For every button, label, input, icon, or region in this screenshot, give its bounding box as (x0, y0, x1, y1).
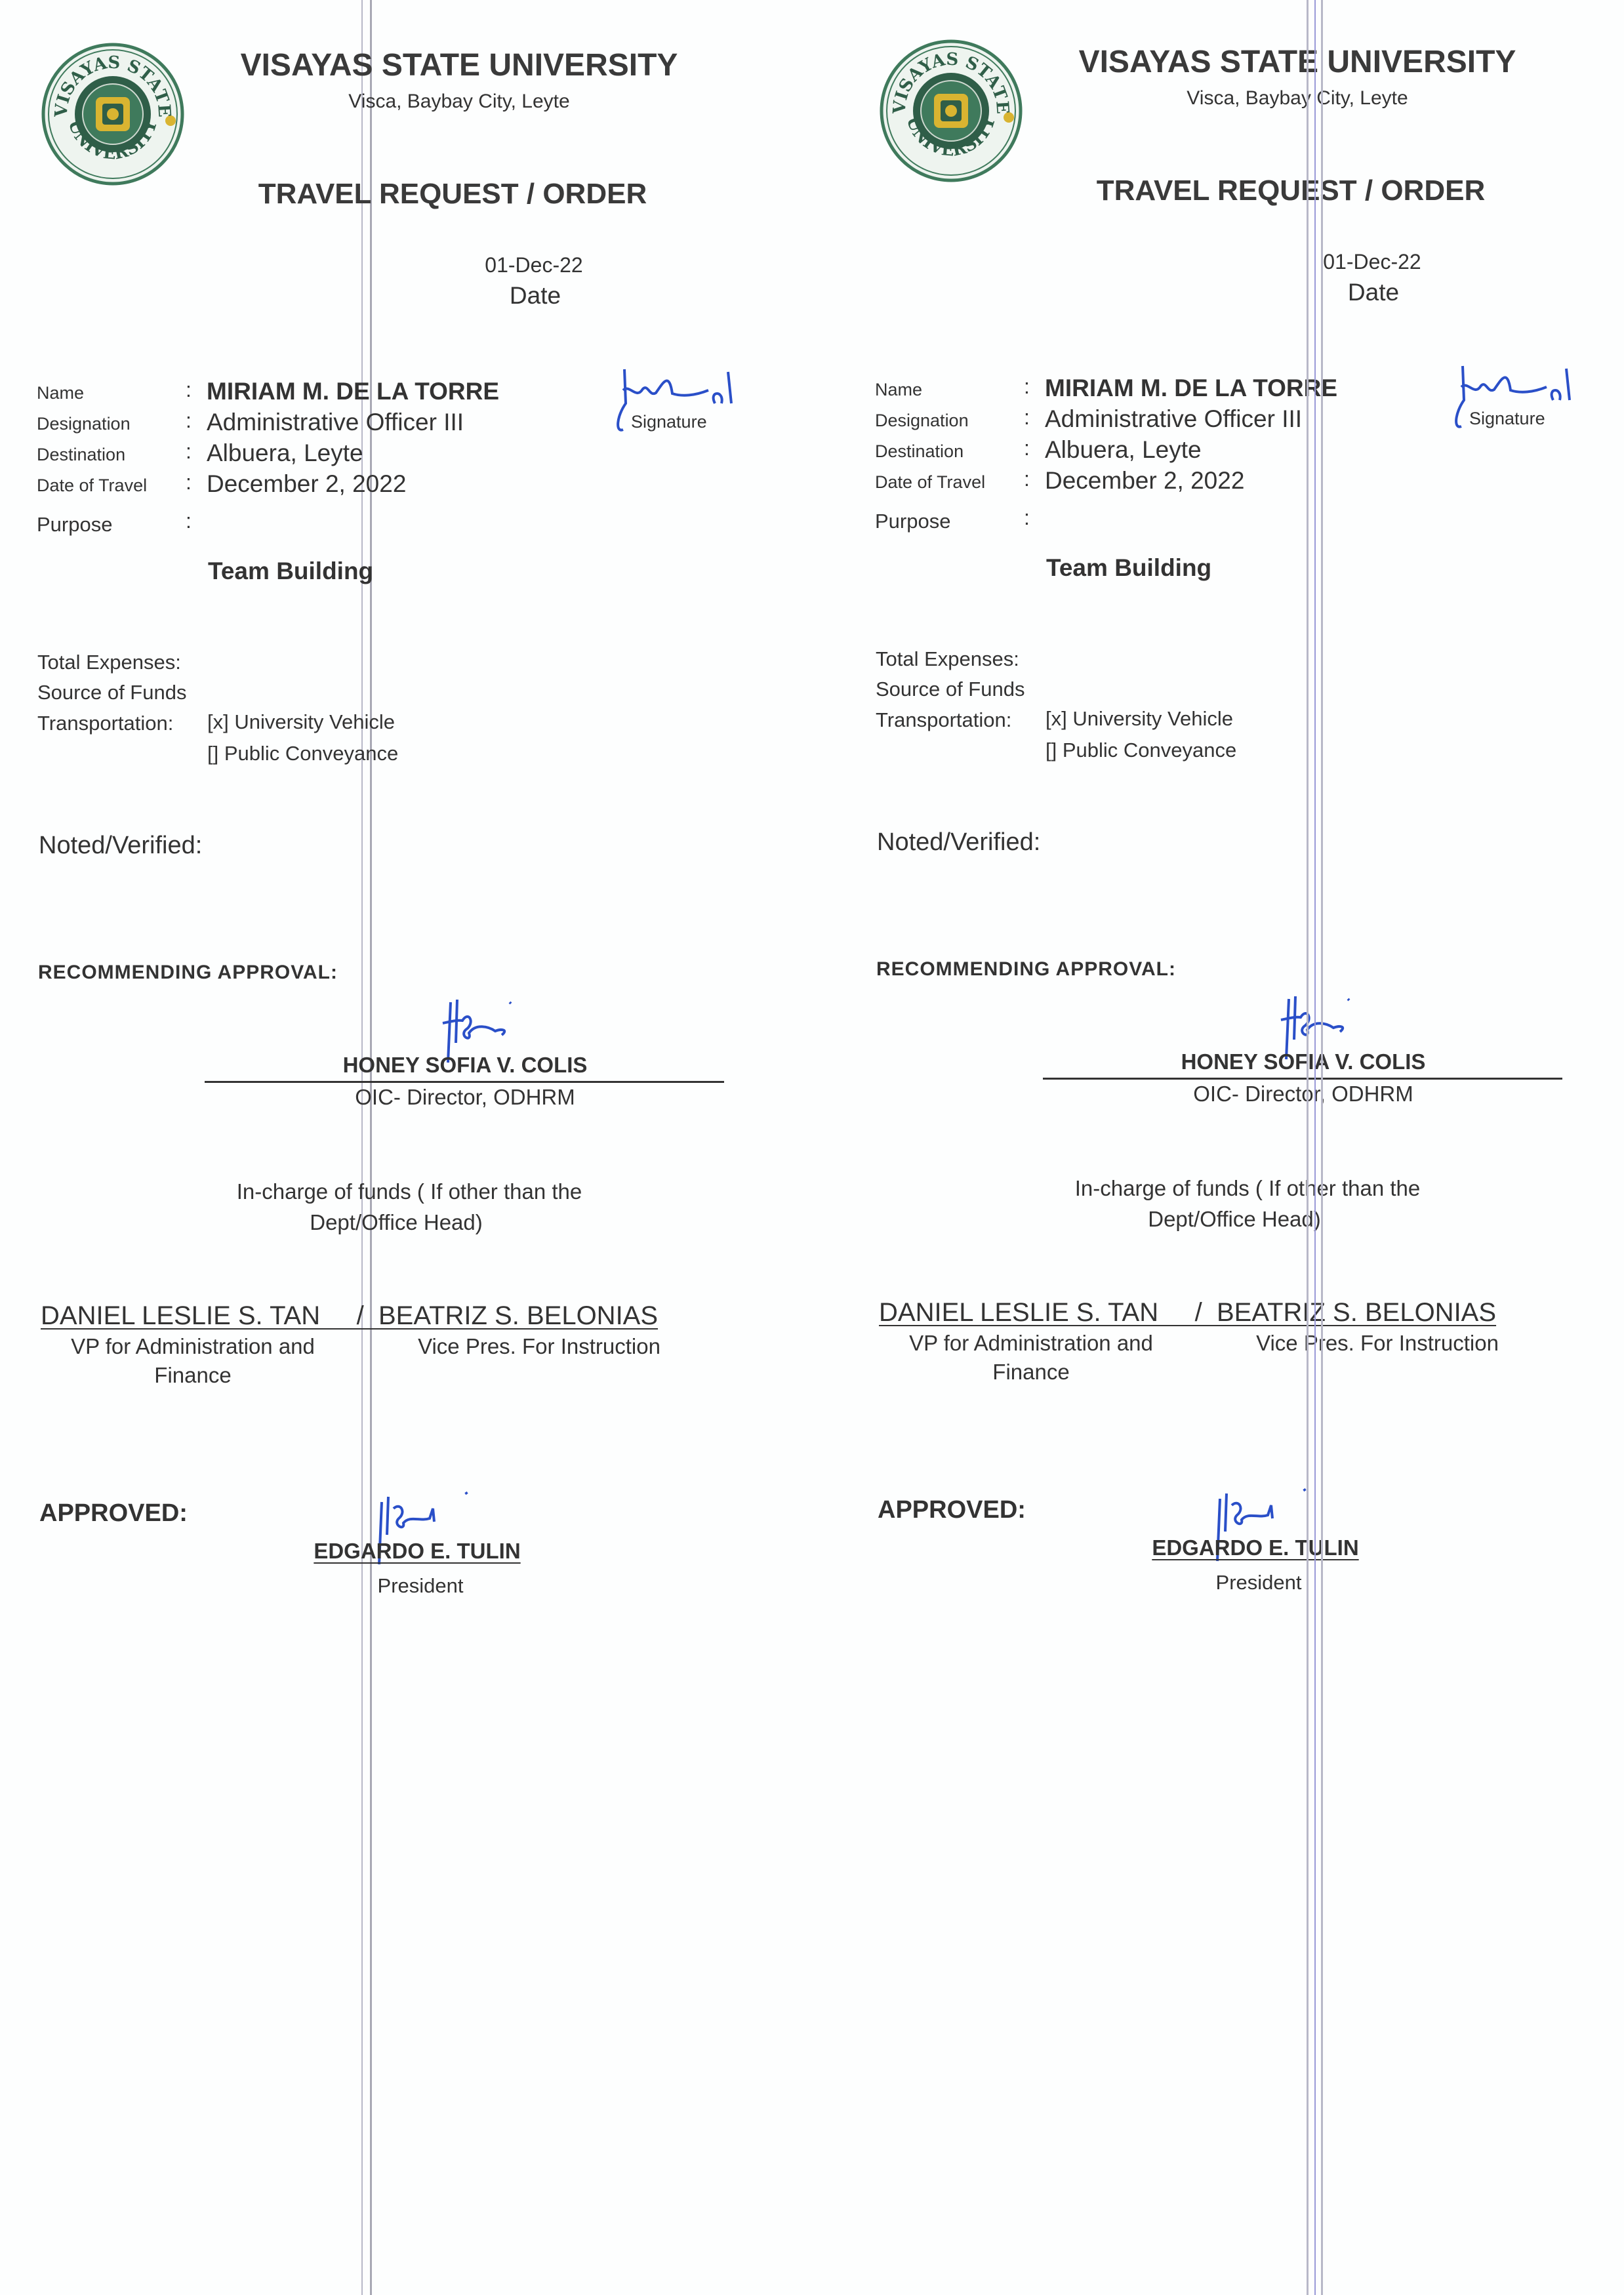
scan-artifact-line (1307, 0, 1309, 2295)
date-label: Date (1347, 279, 1400, 306)
form-date: 01-Dec-22 (1323, 250, 1421, 274)
travel-date-value: December 2, 2022 (207, 470, 407, 497)
designation-value: Administrative Officer III (207, 409, 464, 436)
destination-value: Albuera, Leyte (1045, 436, 1202, 463)
scan-artifact-line (370, 0, 372, 2295)
university-address: Visca, Baybay City, Leyte (1187, 87, 1408, 109)
name-label: Name (875, 380, 923, 399)
funds-officers-names: DANIEL LESLIE S. TAN / BEATRIZ S. BELONI… (879, 1298, 1497, 1327)
funds-incharge-label-cont: Dept/Office Head) (1148, 1207, 1321, 1231)
signature-line (1043, 1078, 1562, 1080)
colon: : (1024, 506, 1030, 529)
vp2-position: Vice Pres. For Instruction (418, 1334, 660, 1358)
form-title: TRAVEL REQUEST / ORDER (258, 178, 647, 210)
vp1-position-cont: Finance (992, 1360, 1070, 1384)
destination-value: Albuera, Leyte (207, 439, 363, 466)
scan-artifact-line (361, 0, 363, 2295)
signature-mark (617, 369, 733, 432)
destination-label: Destination (37, 445, 126, 464)
signature-mark (1280, 996, 1350, 1060)
university-seal-logo: VISAYAS STATE UNIVERSITY (880, 39, 1023, 182)
form-date: 01-Dec-22 (485, 253, 583, 277)
recommender-name: HONEY SOFIA V. COLIS (1181, 1049, 1426, 1074)
vp2-position: Vice Pres. For Instruction (1256, 1331, 1499, 1355)
travel-date-label: Date of Travel (875, 472, 986, 492)
total-expenses-label: Total Expenses: (37, 651, 181, 674)
travel-order-copy-duplicate: VISAYAS STATE UNIVERSITY VISAYAS STATE U… (838, 0, 1624, 2292)
source-of-funds-label: Source of Funds (876, 678, 1025, 701)
colon: : (186, 439, 192, 463)
colon: : (1024, 436, 1030, 460)
university-name: VISAYAS STATE UNIVERSITY (1078, 45, 1516, 79)
scan-artifact-line (1314, 0, 1316, 2295)
colon: : (1024, 467, 1030, 491)
purpose-value: Team Building (208, 558, 374, 584)
noted-verified-label: Noted/Verified: (877, 828, 1041, 856)
colon: : (1024, 375, 1030, 398)
transportation-label: Transportation: (37, 712, 174, 735)
vp1-position-cont: Finance (154, 1363, 232, 1387)
recommender-name: HONEY SOFIA V. COLIS (342, 1053, 588, 1077)
recommending-approval-label: RECOMMENDING APPROVAL: (38, 962, 338, 983)
purpose-value: Team Building (1046, 554, 1212, 581)
vp1-position: VP for Administration and (909, 1331, 1153, 1355)
colon: : (186, 378, 192, 401)
approver-name: EDGARDO E. TULIN (1152, 1535, 1359, 1560)
colon: : (186, 409, 192, 432)
noted-verified-label: Noted/Verified: (39, 832, 203, 859)
designation-label: Designation (875, 411, 969, 430)
signature-mark (442, 999, 512, 1063)
total-expenses-label: Total Expenses: (876, 647, 1019, 670)
colon: : (1024, 405, 1030, 429)
approver-position: President (377, 1574, 464, 1597)
approver-name: EDGARDO E. TULIN (314, 1539, 521, 1563)
transport-option-public-conveyance: [] Public Conveyance (1045, 739, 1237, 762)
signature-label: Signature (631, 412, 707, 432)
designation-label: Designation (37, 414, 131, 434)
recommender-position: OIC- Director, ODHRM (1193, 1082, 1413, 1106)
funds-incharge-label: In-charge of funds ( If other than the (1074, 1176, 1421, 1200)
name-value: MIRIAM M. DE LA TORRE (1045, 375, 1338, 401)
transport-option-public-conveyance: [] Public Conveyance (207, 742, 399, 765)
purpose-label: Purpose (37, 513, 113, 536)
name-label: Name (37, 383, 85, 403)
university-name: VISAYAS STATE UNIVERSITY (240, 48, 678, 83)
colon: : (186, 470, 192, 494)
travel-order-copy: VISAYAS STATE UNIVERSITY VISAYAS STATE U… (37, 43, 733, 1597)
source-of-funds-label: Source of Funds (37, 681, 187, 704)
designation-value: Administrative Officer III (1045, 405, 1303, 432)
signature-line (205, 1081, 724, 1083)
date-label: Date (509, 282, 561, 309)
travel-date-value: December 2, 2022 (1045, 467, 1245, 494)
approved-label: APPROVED: (878, 1496, 1026, 1524)
transport-option-university-vehicle: [x] University Vehicle (1045, 707, 1233, 730)
form-title: TRAVEL REQUEST / ORDER (1096, 174, 1486, 207)
university-seal-logo: VISAYAS STATE UNIVERSITY (41, 43, 184, 186)
transportation-label: Transportation: (876, 708, 1012, 731)
recommender-position: OIC- Director, ODHRM (355, 1085, 575, 1109)
travel-date-label: Date of Travel (37, 476, 148, 495)
signature-mark (378, 1491, 468, 1565)
colon: : (186, 509, 192, 533)
destination-label: Destination (875, 441, 964, 461)
approved-label: APPROVED: (39, 1499, 188, 1527)
signature-label: Signature (1469, 409, 1545, 428)
signature-mark (1216, 1488, 1307, 1562)
name-value: MIRIAM M. DE LA TORRE (207, 378, 500, 405)
approver-position: President (1215, 1571, 1302, 1594)
vp1-position: VP for Administration and (71, 1334, 315, 1358)
transport-option-university-vehicle: [x] University Vehicle (207, 710, 395, 733)
scan-artifact-line (1321, 0, 1323, 2295)
recommending-approval-label: RECOMMENDING APPROVAL: (876, 958, 1176, 980)
signature-mark (1455, 365, 1571, 428)
funds-incharge-label-cont: Dept/Office Head) (310, 1210, 483, 1234)
university-address: Visca, Baybay City, Leyte (348, 91, 570, 112)
funds-officers-names: DANIEL LESLIE S. TAN / BEATRIZ S. BELONI… (41, 1301, 659, 1330)
funds-incharge-label: In-charge of funds ( If other than the (236, 1179, 582, 1204)
purpose-label: Purpose (875, 510, 951, 533)
